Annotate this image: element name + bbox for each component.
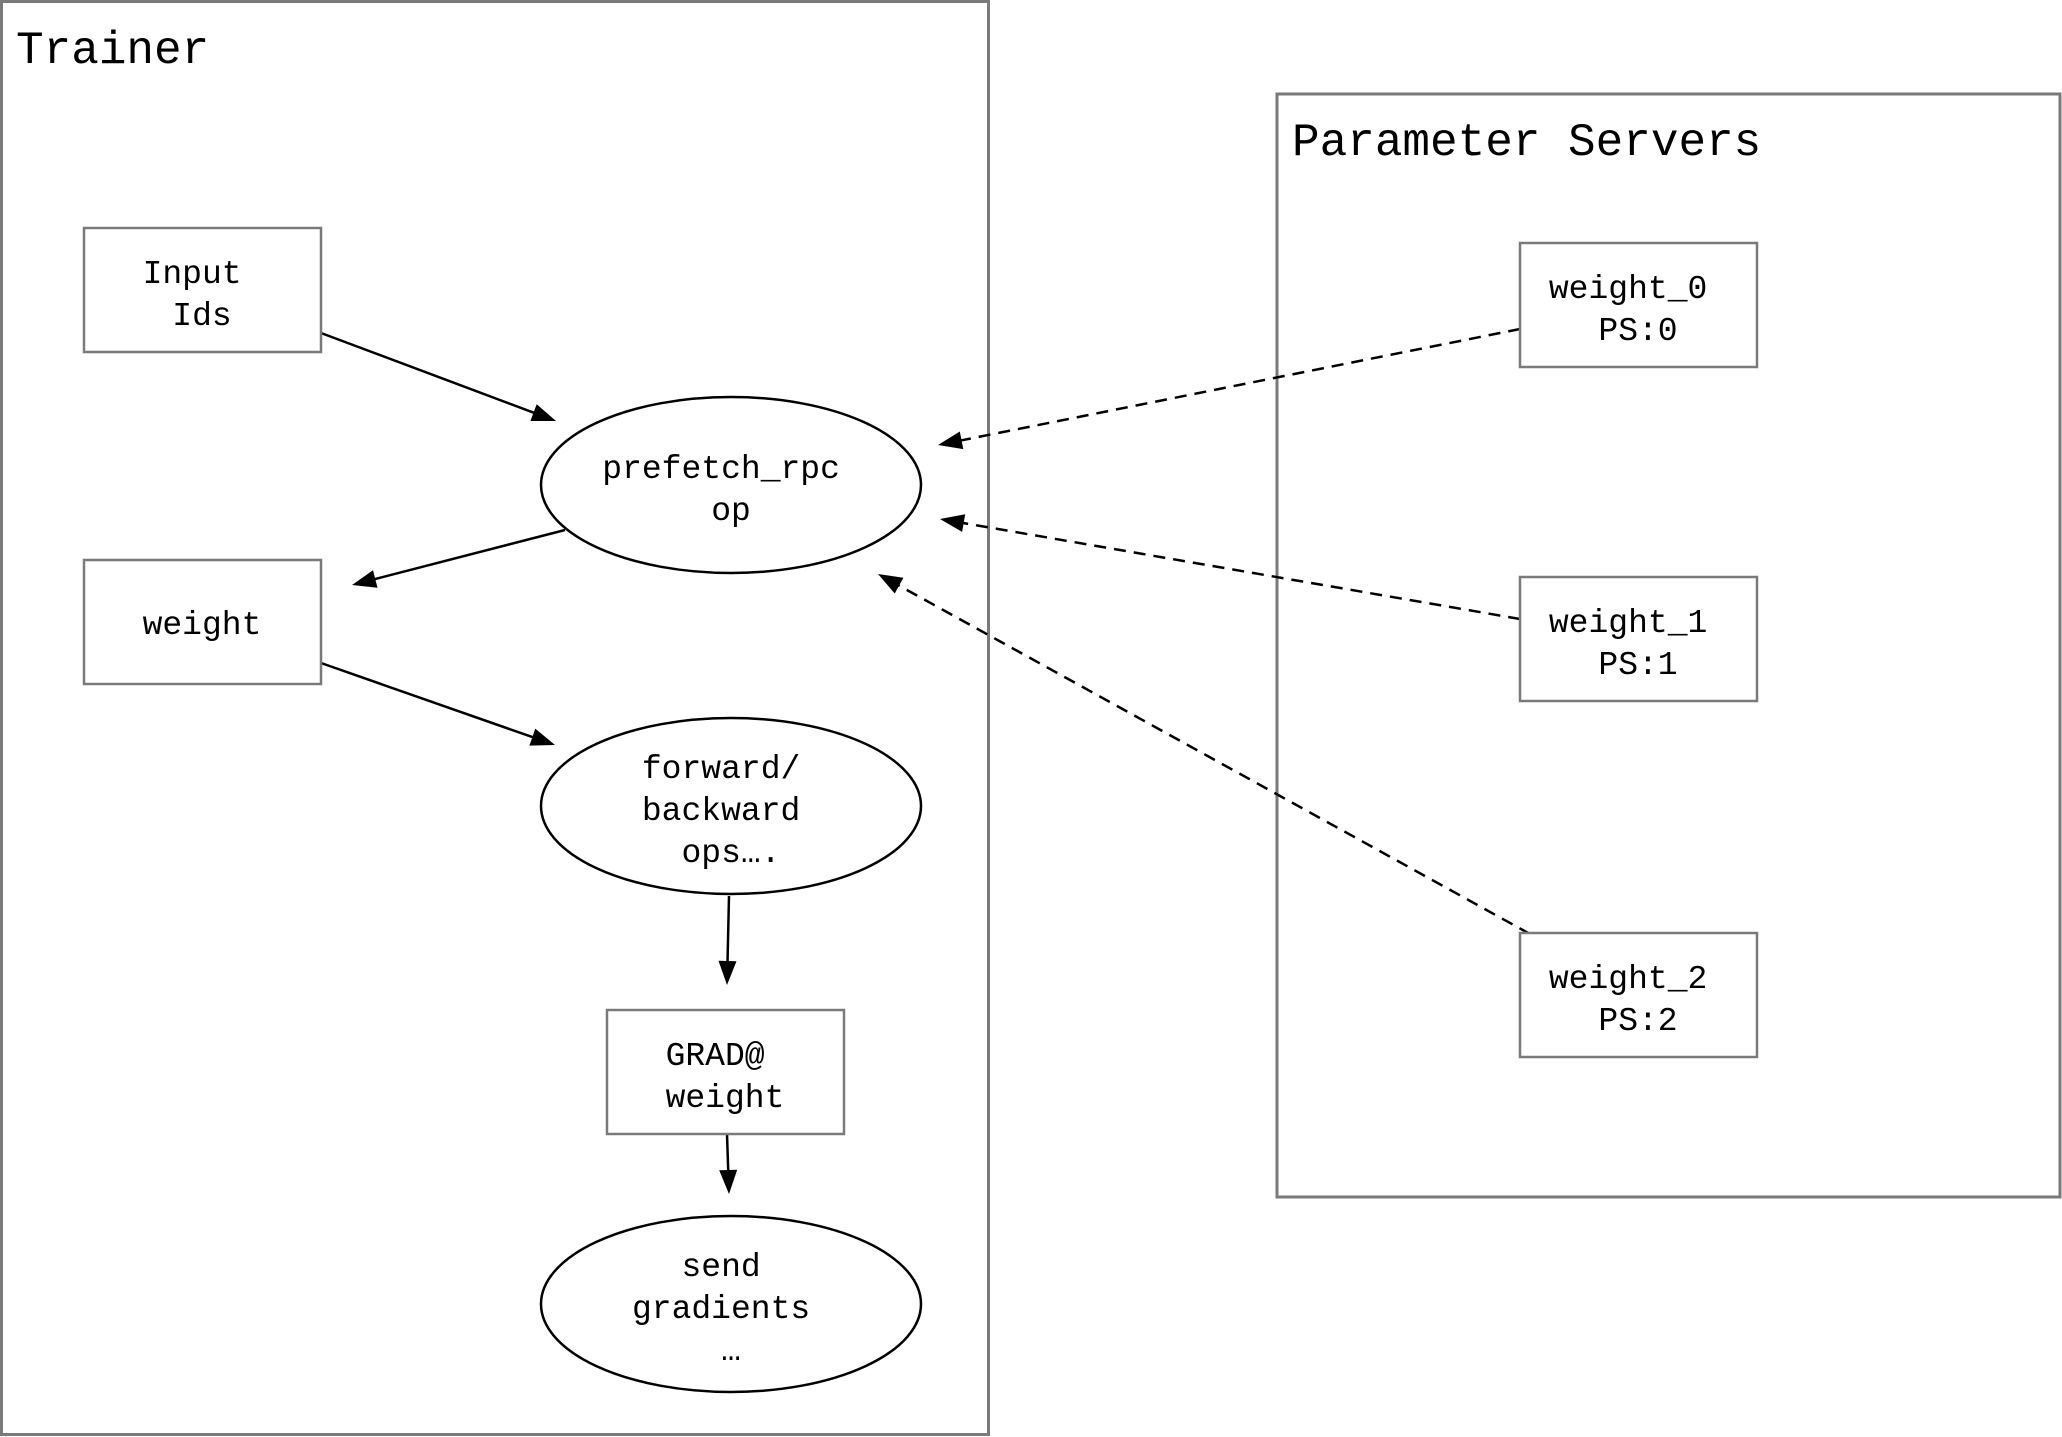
parameter-servers-cluster-title: Parameter Servers — [1292, 117, 1761, 169]
node-weight-1-line1: weight_1 — [1549, 605, 1707, 642]
svg-text:weight_1 PS:1: weight_1 PS:1 — [1549, 605, 1727, 684]
edge-weight1-to-prefetch — [961, 521, 1521, 621]
node-grad-weight-line1: GRAD@ — [666, 1038, 765, 1075]
edge-weight0-to-prefetch — [959, 327, 1521, 442]
node-grad-weight-line2: weight — [666, 1080, 785, 1117]
node-input-ids-line1: Input — [143, 256, 242, 293]
node-send-gradients-line2: gradients — [632, 1291, 810, 1328]
node-weight-0-line1: weight_0 — [1549, 271, 1707, 308]
svg-text:Input Ids: Input Ids — [143, 256, 262, 335]
svg-text:prefetch_rpc op: prefetch_rpc op — [602, 451, 859, 530]
node-send-gradients: send gradients … — [539, 1214, 923, 1394]
svg-text:send gradients …: send gradients … — [632, 1249, 830, 1370]
node-prefetch-rpc-line2: op — [711, 493, 751, 530]
node-forward-backward-line3: ops…. — [681, 835, 780, 872]
node-weight-0-line2: PS:0 — [1598, 313, 1677, 350]
svg-text:GRAD@ weight: GRAD@ weight — [666, 1038, 785, 1117]
arrowhead-grad-to-send — [719, 1169, 738, 1194]
node-prefetch-rpc-op: prefetch_rpc op — [539, 395, 923, 575]
svg-text:forward/ backward: forward/ backward ops…. — [642, 751, 820, 872]
node-weight: weight — [82, 558, 323, 686]
arrowhead-weight2-to-prefetch — [878, 574, 904, 594]
arrowhead-weight0-to-prefetch — [938, 431, 964, 450]
arrowhead-weight-to-forward — [529, 728, 555, 746]
arrowhead-prefetch-to-weight — [352, 570, 378, 588]
trainer-cluster-title: Trainer — [16, 25, 209, 77]
edges-layer — [320, 327, 1531, 1194]
arrowhead-forward-to-grad — [718, 960, 737, 985]
edge-weight-to-forward — [320, 661, 535, 739]
node-prefetch-rpc-line1: prefetch_rpc — [602, 451, 840, 488]
node-forward-backward-line2: backward — [642, 793, 800, 830]
edge-grad-to-send — [725, 1133, 730, 1173]
node-weight-0: weight_0 PS:0 — [1518, 241, 1759, 369]
node-forward-backward-line1: forward/ — [642, 751, 800, 788]
edge-prefetch-to-weight — [372, 528, 566, 581]
node-input-ids-line2: Ids — [172, 298, 231, 335]
node-weight-2-line1: weight_2 — [1549, 961, 1707, 998]
svg-text:weight_2 PS:2: weight_2 PS:2 — [1549, 961, 1727, 1040]
svg-text:weight_0 PS:0: weight_0 PS:0 — [1549, 271, 1727, 350]
edge-forward-to-grad — [726, 895, 731, 964]
node-weight-line1: weight — [143, 607, 262, 644]
node-weight-2-line2: PS:2 — [1598, 1003, 1677, 1040]
node-send-gradients-line3: … — [721, 1333, 741, 1370]
node-weight-2: weight_2 PS:2 — [1518, 931, 1759, 1059]
trainer-cluster: Trainer — [0, 0, 990, 1436]
node-forward-backward-ops: forward/ backward ops…. — [539, 716, 923, 896]
arrowhead-input-ids-to-prefetch — [530, 404, 556, 421]
node-send-gradients-line1: send — [681, 1249, 760, 1286]
node-weight-1: weight_1 PS:1 — [1518, 575, 1759, 703]
edge-input-ids-to-prefetch — [320, 331, 536, 415]
node-grad-weight: GRAD@ weight — [605, 1008, 846, 1136]
svg-text:weight: weight — [143, 607, 262, 644]
edge-weight2-to-prefetch — [896, 583, 1531, 936]
node-input-ids: Input Ids — [82, 226, 323, 354]
node-weight-1-line2: PS:1 — [1598, 647, 1677, 684]
arrowhead-weight1-to-prefetch — [940, 514, 966, 532]
